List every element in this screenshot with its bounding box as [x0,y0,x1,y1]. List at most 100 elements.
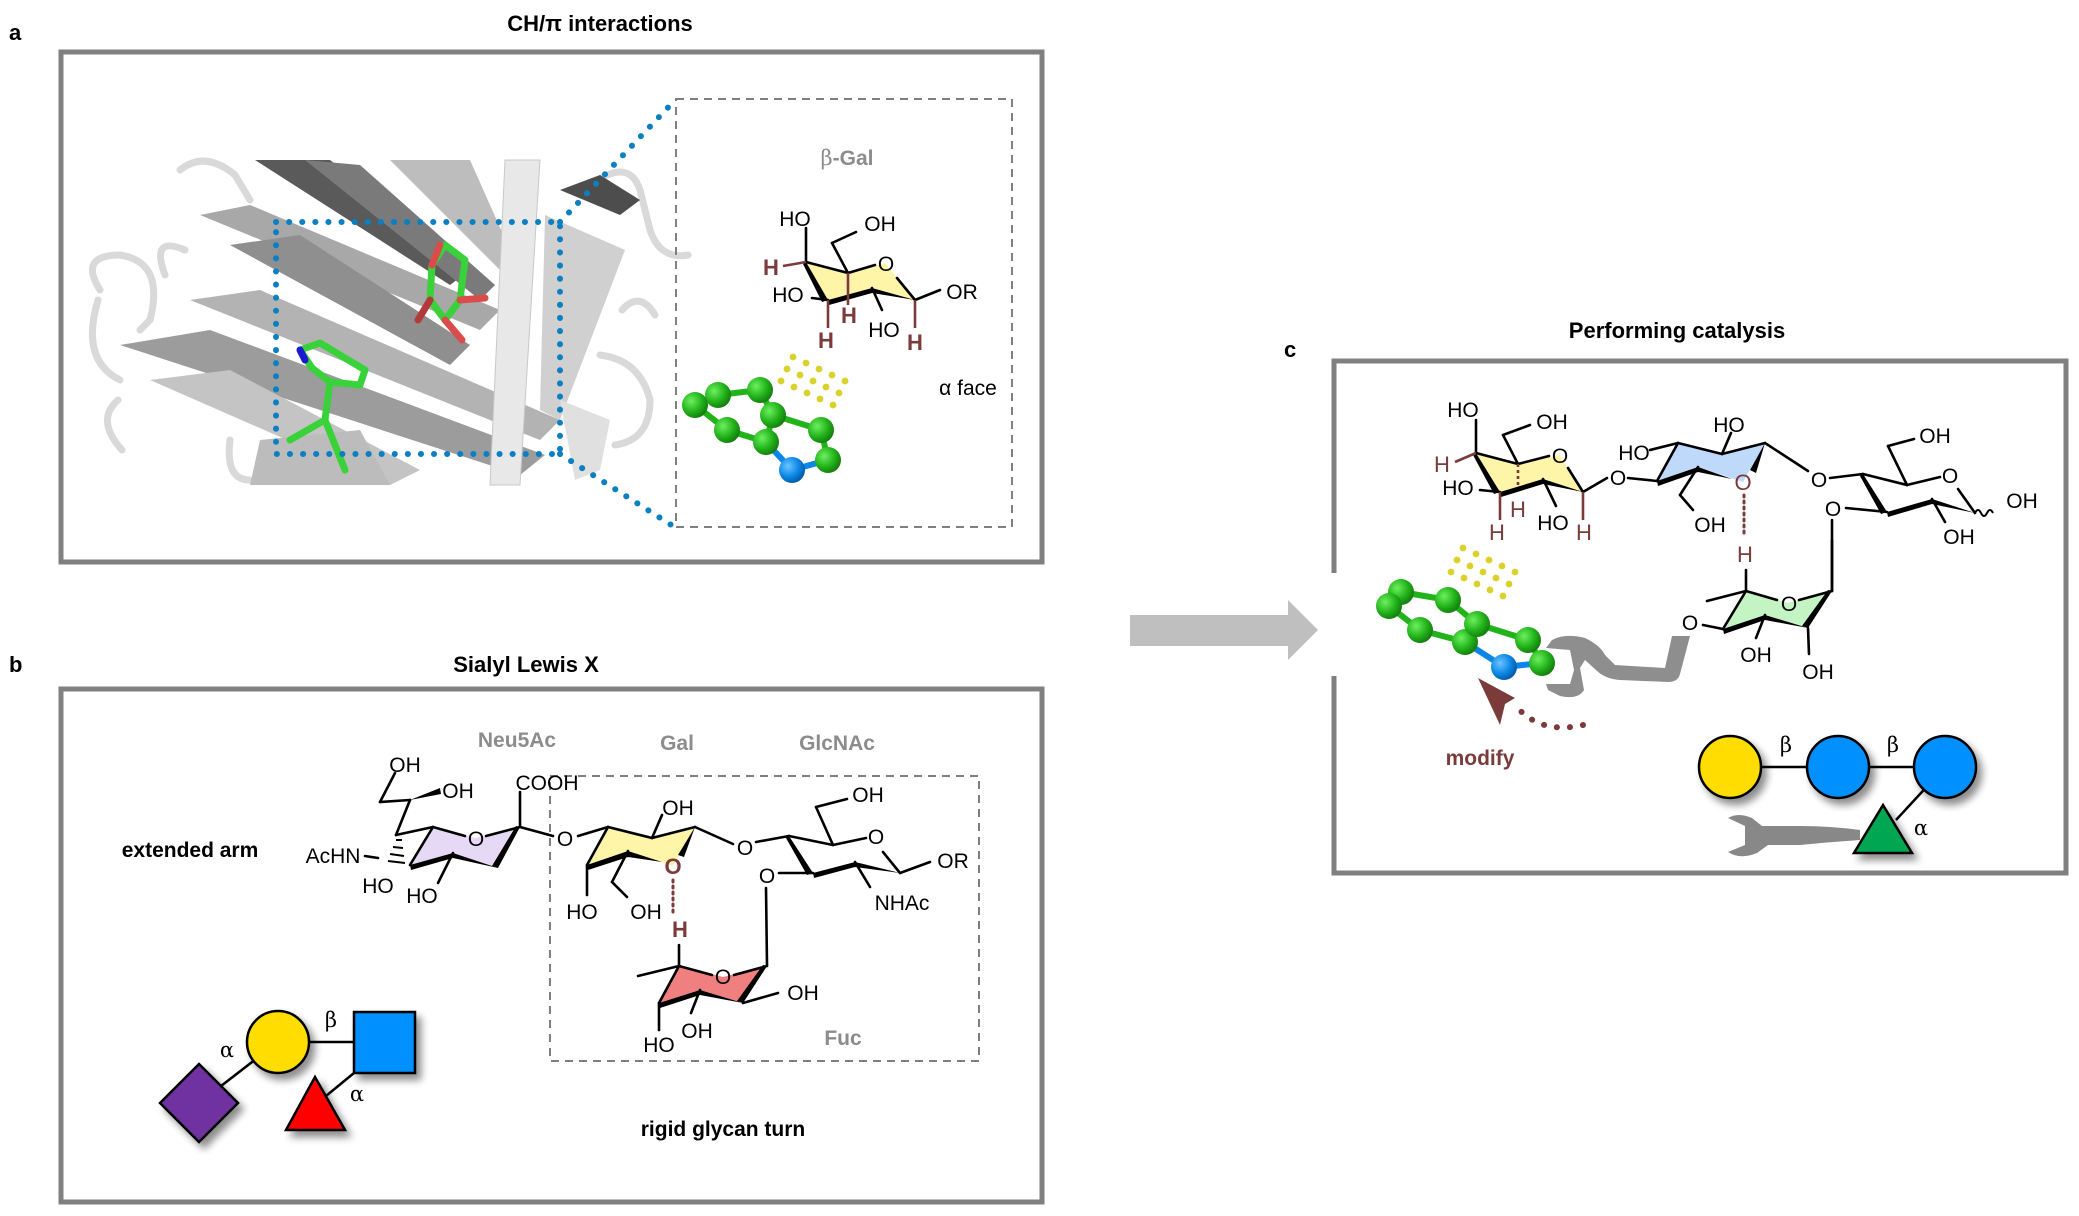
contact-dot [783,365,791,373]
contact-dot [796,371,804,379]
gal-structure: OH HO OH O H O [566,797,753,942]
contact-dot [802,359,810,367]
label-ho: HO [406,885,438,908]
carbon-atom [705,382,731,408]
panel-a-letter: a [9,20,22,45]
contact-dot [828,371,836,379]
contact-dot [1485,556,1493,564]
carbon-atom [1407,617,1433,643]
label-o: O [715,966,731,989]
gal-structure: HO OH O H HO H H HO H O [1434,399,1626,545]
contact-dot [829,401,837,409]
protein-ribbon-icon [88,157,692,486]
nitrogen-atom [779,457,805,483]
glcnac-name: GlcNAc [799,732,875,755]
label-oh: OH [852,784,884,807]
label-o: O [759,865,775,888]
label-oh: OH [1802,661,1834,684]
beta-gal-label: β-Gal [821,146,874,170]
wrench-icon [1728,815,1860,857]
label-ho: HO [1442,477,1474,500]
label-o: O [468,828,484,851]
panel-a: a CH/π interactions [9,11,1045,565]
galactose-stick-model-icon [414,241,489,344]
panel-b: b Sialyl Lewis X Neu5Ac Gal GlcNAc [9,652,1045,1205]
linkage-label: β [1887,733,1899,757]
label-ho: HO [362,875,394,898]
carbon-atom [1515,627,1541,653]
panel-b-letter: b [9,652,22,677]
label-o: O [1552,445,1568,468]
label-oh: OH [681,1020,713,1043]
contact-dot [1492,574,1500,582]
label-oh: OH [1694,514,1726,537]
fuc-triangle-icon [1851,802,1915,855]
zoom-region-box [273,219,563,457]
linkage-label: β [325,1008,337,1032]
contact-dot [1505,580,1513,588]
label-o: O [1825,498,1841,521]
contact-dot [789,353,797,361]
label-ho: HO [1447,399,1479,422]
ch-pi-contact-dots-icon [1447,544,1519,600]
neu5ac-name: Neu5Ac [478,729,557,752]
fuc-structure: O OH OH HO [636,943,819,1057]
label-or: OR [946,281,978,304]
label-ho: HO [779,208,811,231]
linkage-label: α [1914,816,1928,840]
fuc-name: Fuc [824,1027,862,1050]
label-oh: OH [2006,490,2038,513]
contact-dot [1459,544,1467,552]
label-oh: OH [864,213,896,236]
contact-dot [1473,580,1481,588]
label-h: H [1576,520,1592,545]
label-o: O [868,826,884,849]
inset-box [675,98,1013,528]
carbon-atom [1376,593,1402,619]
snfg-sialyl-lewis-x: α β α [158,1008,417,1144]
glcnac-square-icon [352,1010,417,1075]
nitrogen-atom [1491,654,1517,680]
contact-dot [1460,574,1468,582]
neu5ac-structure: O OH OH COOH AcHN HO HO O [306,754,579,908]
panel-b-title: Sialyl Lewis X [453,652,599,677]
contact-dot [1447,568,1455,576]
contact-dot [1453,556,1461,564]
contact-dot [841,377,849,385]
contact-dot [790,383,798,391]
label-ho: HO [1713,414,1745,437]
label-nhac: NHAc [875,892,930,915]
panel-c-title: Performing catalysis [1569,318,1785,343]
gal-circle-icon [245,1009,311,1075]
label-ho: HO [566,901,598,924]
contact-dot [803,389,811,397]
panel-c-frame [1331,358,2069,876]
carbon-atom [1464,611,1490,637]
label-h: H [1489,520,1505,545]
carbon-atom [1435,587,1461,613]
contact-dot [1479,568,1487,576]
label-oh: OH [787,982,819,1005]
label-oh: OH [630,901,662,924]
indole-ball-stick-icon [1376,579,1555,680]
label-o: O [1682,612,1698,635]
contact-dot [835,389,843,397]
rigid-turn-label: rigid glycan turn [641,1118,806,1141]
label-oh: OH [1536,411,1568,434]
wrench-icon [1546,635,1690,698]
label-or: OR [937,850,969,873]
label-o: O [557,828,573,851]
panel-c-letter: c [1284,337,1296,362]
carbon-atom [753,429,779,455]
glcnac-structure: OH O O OR NHAc [754,784,969,967]
contact-dot [822,383,830,391]
contact-dot [1466,562,1474,570]
contact-dot [1472,550,1480,558]
zoom-connector-top [557,96,679,225]
contact-dot [1486,586,1494,594]
snfg-catalyst-glycan: β β α [1697,733,1978,857]
contact-dot [1498,562,1506,570]
linkage-label: β [1780,733,1792,757]
right-arrow-icon [1130,600,1318,660]
alpha-face-label: α face [939,377,997,400]
